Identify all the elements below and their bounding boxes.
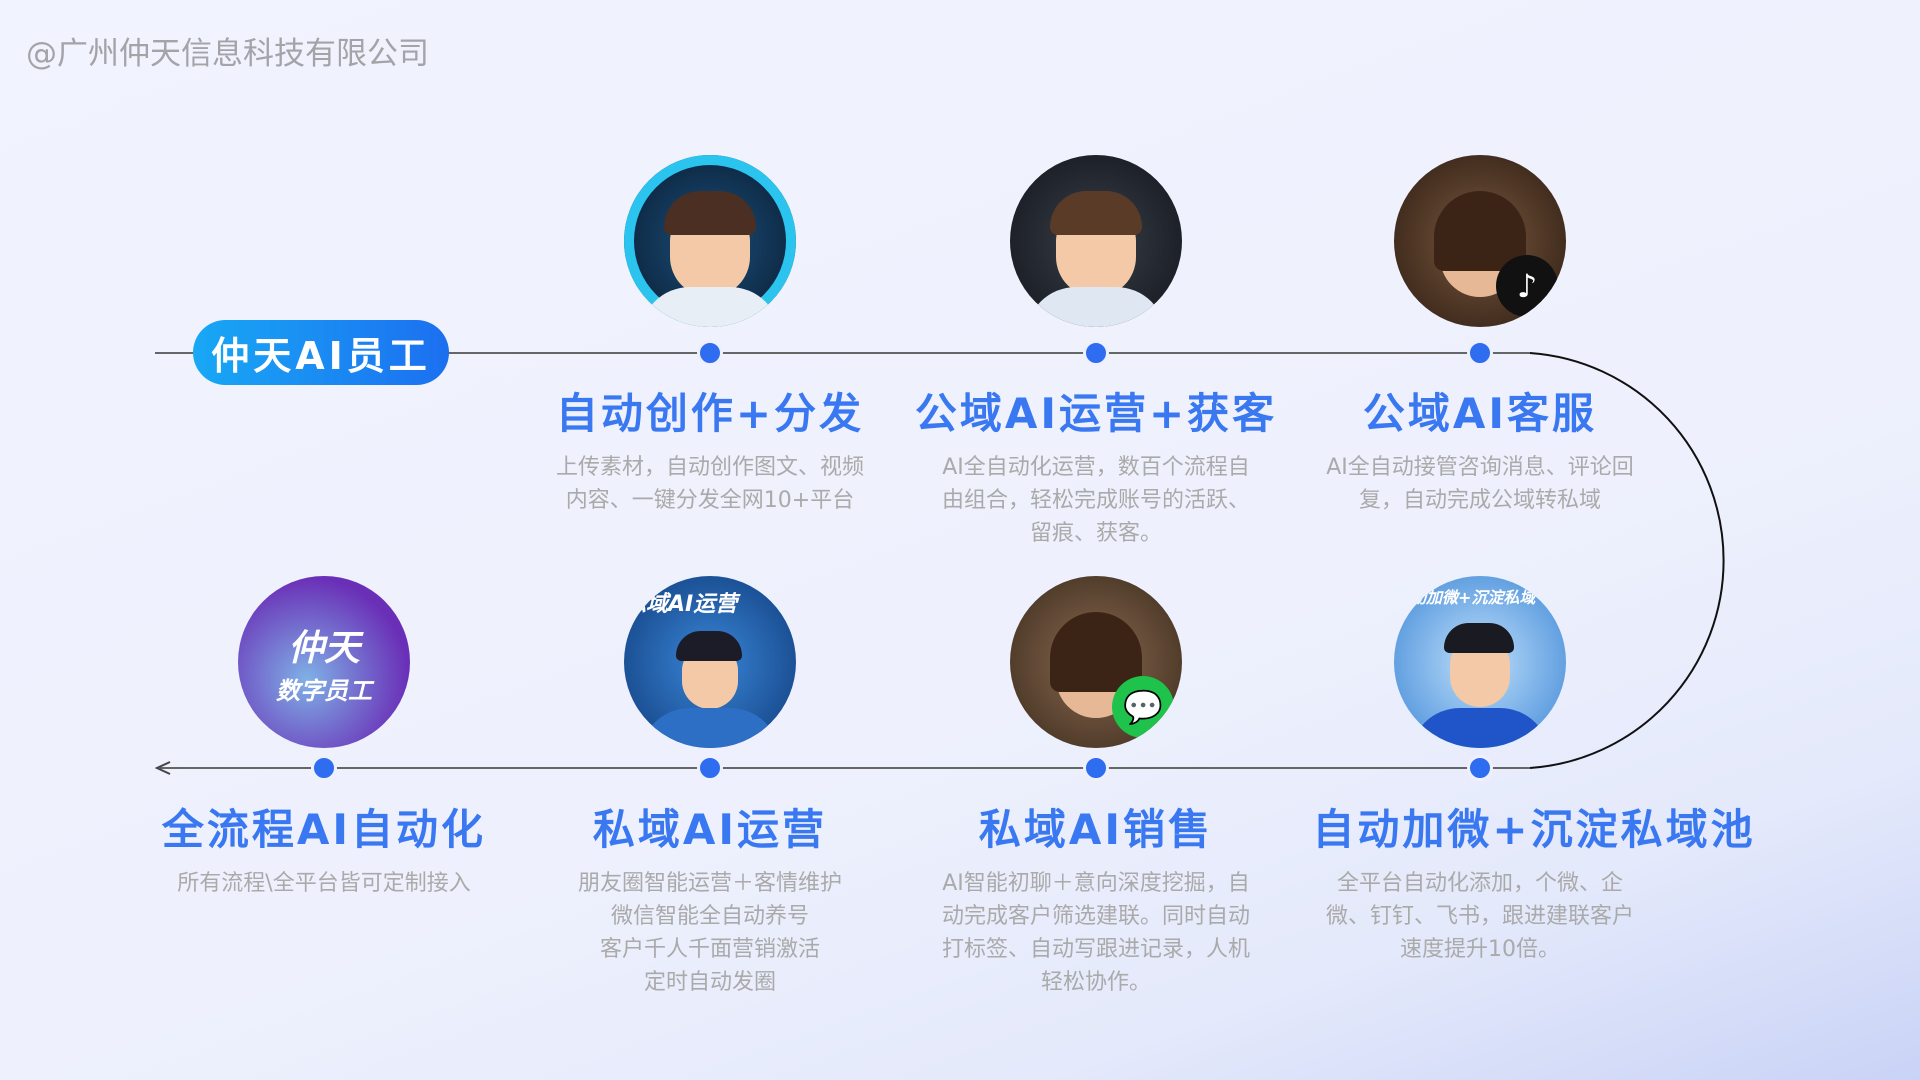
tiktok-woman-avatar: ♪	[1394, 155, 1566, 327]
node-desc-line: AI全自动化运营，数百个流程自	[942, 455, 1250, 480]
node-auto-create: 自动创作+分发 上传素材，自动创作图文、视频内容、一键分发全网10+平台	[510, 380, 910, 517]
node-public-ops: 公域AI运营+获客 AI全自动化运营，数百个流程自由组合，轻松完成账号的活跃、留…	[896, 380, 1296, 550]
node-title: 自动加微+沉淀私域池	[1312, 805, 1756, 854]
robot-logo: 仲天 数字员工	[238, 576, 410, 748]
wechat-icon: 💬	[1112, 676, 1174, 738]
node-full-automation: 全流程AI自动化 所有流程\全平台皆可定制接入	[124, 796, 524, 900]
node-title: 公域AI客服	[1362, 389, 1598, 438]
node-desc-line: 客户千人千面营销激活	[599, 937, 820, 962]
timeline-dot	[311, 755, 337, 781]
company-watermark: @广州仲天信息科技有限公司	[26, 36, 429, 72]
node-desc-line: 由组合，轻松完成账号的活跃、	[941, 488, 1250, 513]
node-desc-line: 定时自动发圈	[643, 970, 776, 995]
node-title: 自动创作+分发	[555, 389, 865, 438]
node-desc-line: 复，自动完成公域转私域	[1358, 488, 1601, 513]
node-desc-line: 速度提升10倍。	[1400, 937, 1560, 962]
node-public-cs: 公域AI客服 AI全自动接管咨询消息、评论回复，自动完成公域转私域	[1280, 380, 1680, 517]
timeline-dot	[1467, 340, 1493, 366]
node-desc-line: 朋友圈智能运营＋客情维护	[577, 871, 842, 896]
avatar-banner: 私域AI运营	[624, 592, 738, 617]
timeline-dot	[1083, 755, 1109, 781]
timeline-dot	[1467, 755, 1493, 781]
node-desc-line: 全平台自动化添加，个微、企	[1336, 871, 1623, 896]
ai-employee-badge: 仲天AI员工	[193, 320, 449, 385]
node-desc-line: 微信智能全自动养号	[610, 904, 809, 929]
node-desc-line: 所有流程\全平台皆可定制接入	[177, 871, 471, 896]
node-desc-line: 上传素材，自动创作图文、视频	[555, 455, 864, 480]
node-title: 私域AI运营	[592, 805, 828, 854]
node-desc-line: 留痕、获客。	[1029, 521, 1162, 546]
node-title: 全流程AI自动化	[161, 805, 487, 854]
glasses-man-avatar	[624, 155, 796, 327]
node-title: 公域AI运营+获客	[914, 389, 1278, 438]
headset-man-avatar: 自动加微+沉淀私域	[1394, 576, 1566, 748]
tiktok-icon: ♪	[1496, 255, 1558, 317]
node-private-ops: 私域AI运营 朋友圈智能运营＋客情维护微信智能全自动养号客户千人千面营销激活定时…	[510, 796, 910, 999]
arrow-left-icon	[154, 761, 171, 775]
timeline-dot	[697, 340, 723, 366]
wechat-woman-avatar: 💬	[1010, 576, 1182, 748]
operator-avatar: 私域AI运营	[624, 576, 796, 748]
node-private-sales: 私域AI销售 AI智能初聊＋意向深度挖掘，自动完成客户筛选建联。同时自动打标签、…	[896, 796, 1296, 999]
avatar-banner: 自动加微+沉淀私域	[1394, 588, 1536, 607]
timeline-dot	[697, 755, 723, 781]
timeline-dot	[1083, 340, 1109, 366]
node-desc-line: 打标签、自动写跟进记录，人机	[941, 937, 1250, 962]
node-auto-add-wechat: 自动加微+沉淀私域池 全平台自动化添加，个微、企微、钉钉、飞书，跟进建联客户速度…	[1294, 796, 1774, 966]
logo-subtext: 数字员工	[276, 676, 372, 705]
node-desc-line: AI智能初聊＋意向深度挖掘，自	[942, 871, 1250, 896]
node-desc-line: 动完成客户筛选建联。同时自动	[941, 904, 1250, 929]
node-desc-line: 轻松协作。	[1040, 970, 1151, 995]
logo-text: 仲天	[287, 627, 360, 669]
node-desc-line: 微、钉钉、飞书，跟进建联客户	[1325, 904, 1634, 929]
boy-avatar	[1010, 155, 1182, 327]
node-desc-line: 内容、一键分发全网10+平台	[565, 488, 855, 513]
node-desc-line: AI全自动接管咨询消息、评论回	[1326, 455, 1634, 480]
node-title: 私域AI销售	[978, 805, 1214, 854]
